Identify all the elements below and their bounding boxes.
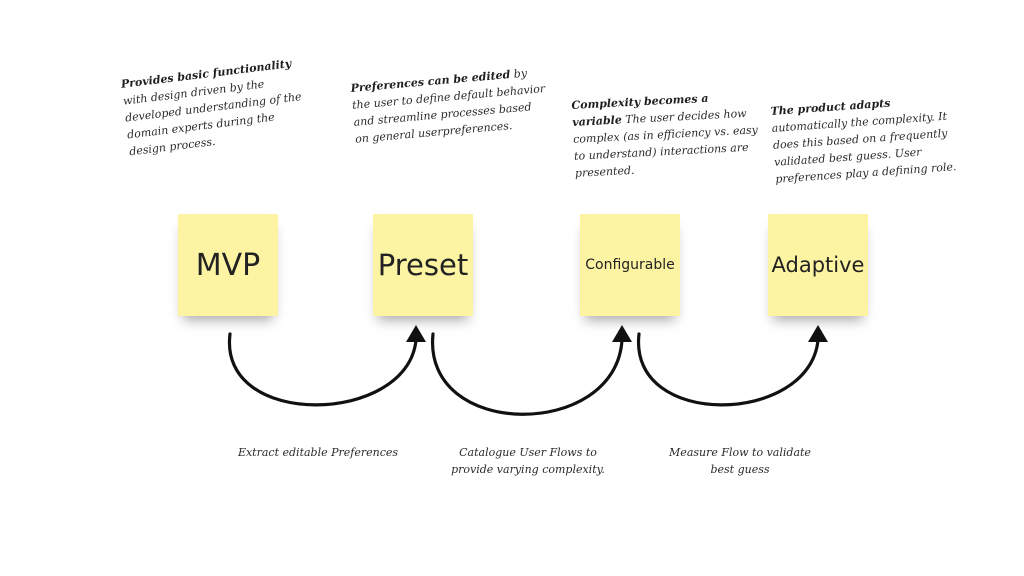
sticky-note-mvp: MVP [178, 214, 278, 316]
arrow-configurable-to-adaptive [637, 332, 820, 407]
sticky-note-configurable: Configurable [580, 214, 680, 316]
sticky-note-adaptive: Adaptive [768, 214, 868, 316]
sticky-note-preset: Preset [373, 214, 473, 316]
note-label-mvp: MVP [195, 247, 261, 283]
transition-label-2: Catalogue User Flows to provide varying … [451, 446, 605, 476]
transition-label-1: Extract editable Preferences [237, 446, 399, 459]
note-label-preset: Preset [377, 248, 469, 282]
note-label-adaptive: Adaptive [771, 253, 865, 277]
arrow-mvp-to-preset [228, 332, 418, 407]
note-label-configurable: Configurable [585, 257, 675, 273]
arrowhead-icon [406, 325, 426, 342]
arrowhead-icon [808, 325, 828, 342]
arrow-preset-to-configurable [431, 332, 624, 416]
transition-label-3: Measure Flow to validate best guess [669, 446, 811, 476]
arrowhead-icon [612, 325, 632, 342]
